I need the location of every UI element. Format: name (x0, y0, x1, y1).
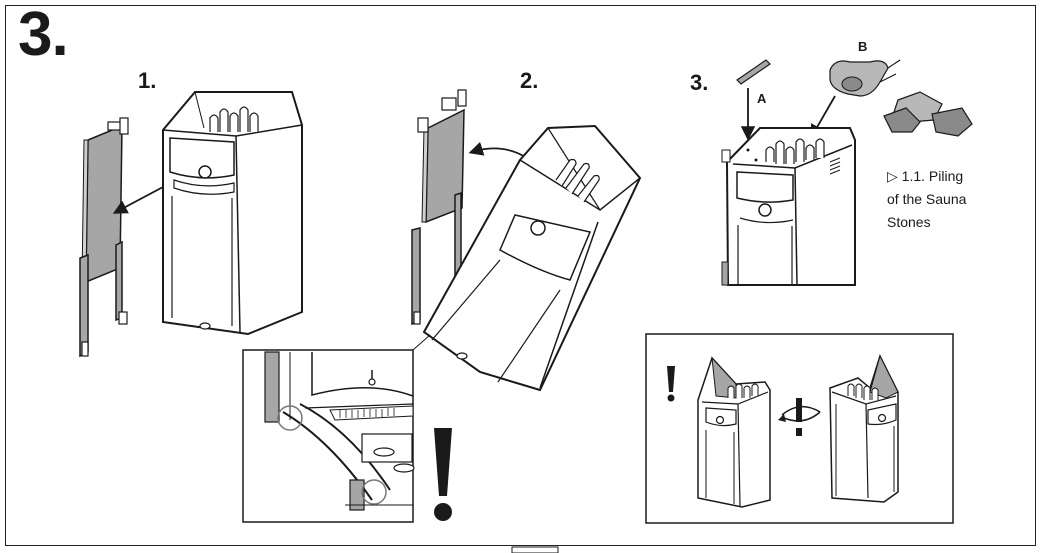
page-footer-tab (511, 546, 559, 553)
section-number: 3. (18, 0, 69, 69)
warning-inset (645, 333, 954, 524)
callout-b: B (858, 39, 868, 54)
caption-line-1: ▷ 1.1. Piling (887, 168, 964, 184)
hand-icon (829, 59, 901, 97)
step-label-1: 1. (138, 68, 157, 93)
step-label-2: 2. (520, 68, 539, 93)
step1-illustration (79, 91, 303, 358)
heater-correct (697, 356, 771, 508)
step2-detail-inset (242, 334, 431, 523)
step2-illustration (242, 89, 642, 523)
exclamation-icon (434, 428, 452, 521)
step2-heater (422, 124, 642, 392)
step3-heater (721, 127, 856, 286)
no-rotate-icon (796, 398, 802, 436)
step1-panel (79, 117, 129, 358)
stone-strip-a (736, 59, 771, 85)
stones-group (883, 91, 973, 137)
caption-line-2: of the Sauna (887, 191, 967, 207)
caption-reference: ▷ 1.1. Piling of the Sauna Stones (887, 165, 1007, 234)
caption-line-3: Stones (887, 214, 931, 230)
heater-rotated (829, 354, 899, 503)
exclamation-icon (667, 366, 675, 402)
step1-heater (162, 91, 303, 336)
step3-illustration (721, 59, 973, 286)
step1-arrow (112, 186, 164, 214)
callout-a: A (757, 91, 767, 106)
step-label-3: 3. (690, 70, 709, 95)
